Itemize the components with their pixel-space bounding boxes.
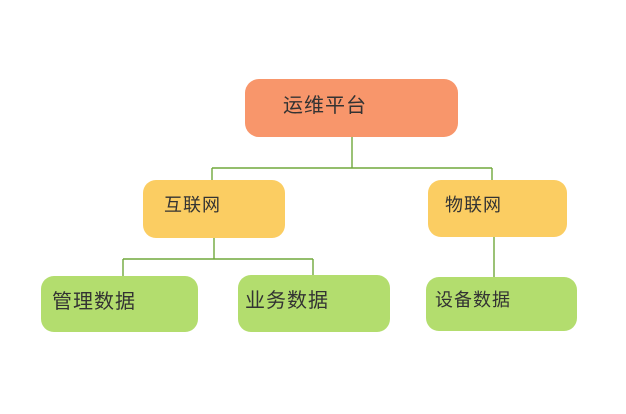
node-ops-platform-label: 运维平台 xyxy=(283,94,367,117)
node-internet-label: 互联网 xyxy=(164,195,221,215)
node-management-data-label: 管理数据 xyxy=(52,290,136,313)
node-device-data-label: 设备数据 xyxy=(435,290,511,310)
node-iot-label: 物联网 xyxy=(445,194,502,215)
node-iot[interactable]: 物联网 xyxy=(428,180,567,237)
edge-internet-to-children xyxy=(122,238,314,277)
edge-root-to-level1 xyxy=(211,137,493,181)
node-ops-platform[interactable]: 运维平台 xyxy=(245,79,458,137)
node-business-data[interactable]: 业务数据 xyxy=(238,275,390,332)
node-internet[interactable]: 互联网 xyxy=(143,180,285,238)
node-management-data[interactable]: 管理数据 xyxy=(41,276,198,332)
node-business-data-label: 业务数据 xyxy=(245,290,329,312)
node-device-data[interactable]: 设备数据 xyxy=(426,277,577,331)
